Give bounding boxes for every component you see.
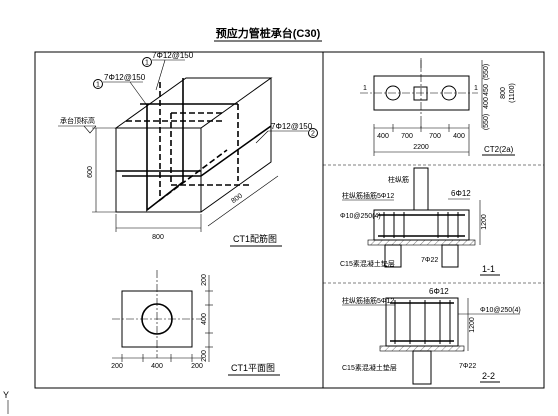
plan-dim-h-2: 400 bbox=[151, 363, 163, 370]
ct2-dim-v-5: 400 bbox=[483, 97, 490, 109]
ct2-pile-left bbox=[385, 85, 401, 101]
s22-stirrup: Φ10@250(4) bbox=[480, 307, 521, 314]
ct2-dim-v-1: (550) bbox=[483, 64, 490, 80]
section-1-1: 柱纵筋 柱纵筋插筋5Φ12 6Φ12 Φ10@250(4) 1200 C15素混… bbox=[323, 164, 544, 276]
ct2-dim-v-2: 450 bbox=[483, 84, 490, 96]
s22-main-bar: 6Φ12 bbox=[429, 287, 449, 296]
s22-cushion-label: C15素混凝土垫层 bbox=[342, 363, 397, 372]
s22-bar-bottom-label: 7Φ22 bbox=[459, 363, 476, 370]
drawing-title: 预应力管桩承台(C30) bbox=[216, 26, 321, 40]
s11-bar-bottom-label: 7Φ22 bbox=[421, 257, 438, 264]
ct2-section-mark-left: 1 bbox=[363, 85, 367, 92]
s22-cap bbox=[385, 297, 459, 347]
plan-dim-v-1: 200 bbox=[201, 274, 208, 286]
ct1-plan-view: 200 400 200 200 400 200 CT1平面图 bbox=[111, 270, 280, 376]
rebar-b-label: 7Φ12@150 bbox=[104, 73, 146, 82]
rebar-cage-1 bbox=[146, 78, 184, 212]
dim-height: 600 bbox=[87, 166, 94, 178]
s11-dim-h-label: 1200 bbox=[481, 214, 488, 230]
rebar-marker-b-id: 1 bbox=[96, 82, 100, 89]
s11-pile-right bbox=[441, 244, 459, 268]
axis-corner-label: Y bbox=[3, 390, 9, 400]
s11-column-label: 柱纵筋 bbox=[388, 175, 409, 184]
s11-cushion bbox=[367, 239, 476, 246]
ct2-plan-view: 1 1 400 700 700 400 2200 (550) 450 800 (… bbox=[360, 58, 516, 156]
ct2-dim-h-2: 700 bbox=[401, 133, 413, 140]
s11-pile-left bbox=[384, 244, 402, 268]
ct1-rebar-view: 1 7Φ12@150 1 7Φ12@150 2 7Φ12@150 承台顶标高 6… bbox=[58, 51, 318, 247]
rebar-marker-c-id: 2 bbox=[311, 131, 315, 138]
s22-section-label: 2-2 bbox=[482, 371, 495, 381]
ct2-dim-v-3: 800 bbox=[500, 87, 507, 99]
dim-depth: 800 bbox=[230, 192, 244, 205]
s11-cushion-label: C15素混凝土垫层 bbox=[340, 259, 395, 268]
cap-front-face bbox=[115, 127, 202, 213]
plan-dim-v-2: 400 bbox=[201, 313, 208, 325]
rebar-cage-2 bbox=[122, 125, 272, 177]
rebar-marker-c bbox=[308, 128, 318, 138]
rebar-a-label: 7Φ12@150 bbox=[152, 51, 194, 60]
s11-column bbox=[413, 167, 429, 211]
ct2-section-mark-right: 1 bbox=[474, 85, 478, 92]
elevation-triangle bbox=[83, 125, 97, 134]
rebar-a-leader2 bbox=[155, 59, 166, 91]
elevation-note: 承台顶标高 bbox=[60, 116, 95, 125]
s11-stirrup: Φ10@250(4) bbox=[340, 213, 381, 220]
plan-dim-h-1: 200 bbox=[111, 363, 123, 370]
s22-pile bbox=[412, 350, 432, 385]
rebar-marker-a-id: 1 bbox=[145, 60, 149, 67]
s22-cushion bbox=[379, 345, 465, 352]
ct2-dim-h-4: 400 bbox=[453, 133, 465, 140]
caption-ct1-plan: CT1平面图 bbox=[231, 363, 275, 373]
ct2-dim-h-1: 400 bbox=[377, 133, 389, 140]
s11-section-label: 1-1 bbox=[482, 264, 495, 274]
ct2-column bbox=[413, 86, 428, 101]
caption-ct1-rebar: CT1配筋图 bbox=[233, 233, 277, 244]
sheet-frame bbox=[34, 51, 545, 389]
s11-steel-label: 柱纵筋插筋5Φ12 bbox=[342, 191, 394, 200]
plan-dim-h-3: 200 bbox=[191, 363, 203, 370]
hidden-bar-1 bbox=[170, 113, 252, 186]
dim-width: 800 bbox=[152, 234, 164, 241]
section-2-2: 柱纵筋插筋5Φ12 6Φ12 Φ10@250(4) 1200 C15素混凝土垫层… bbox=[323, 282, 544, 385]
rebar-marker-a bbox=[142, 57, 152, 67]
hidden-bar-2 bbox=[159, 82, 228, 202]
cap-side-face bbox=[200, 78, 272, 213]
ct2-pile-right bbox=[441, 85, 457, 101]
ct2-dim-v-6: (550) bbox=[483, 114, 490, 130]
ct2-dim-h-3: 700 bbox=[429, 133, 441, 140]
rebar-b-leader2 bbox=[129, 81, 147, 105]
rebar-c-label: 7Φ12@150 bbox=[271, 122, 313, 131]
ct2-dim-v-4: (1100) bbox=[509, 83, 516, 103]
s22-steel-label: 柱纵筋插筋5Φ12 bbox=[342, 296, 394, 305]
rebar-c-leader2 bbox=[255, 130, 269, 144]
plan-dim-v-3: 200 bbox=[201, 350, 208, 362]
rebar-marker-b bbox=[93, 79, 103, 89]
s22-dim-h-label: 1200 bbox=[469, 317, 476, 333]
s11-main-bar: 6Φ12 bbox=[451, 189, 471, 198]
ct2-dim-total-label: 2200 bbox=[413, 144, 429, 151]
caption-ct2: CT2(2a) bbox=[484, 145, 514, 154]
dim-depth-line bbox=[207, 175, 279, 227]
